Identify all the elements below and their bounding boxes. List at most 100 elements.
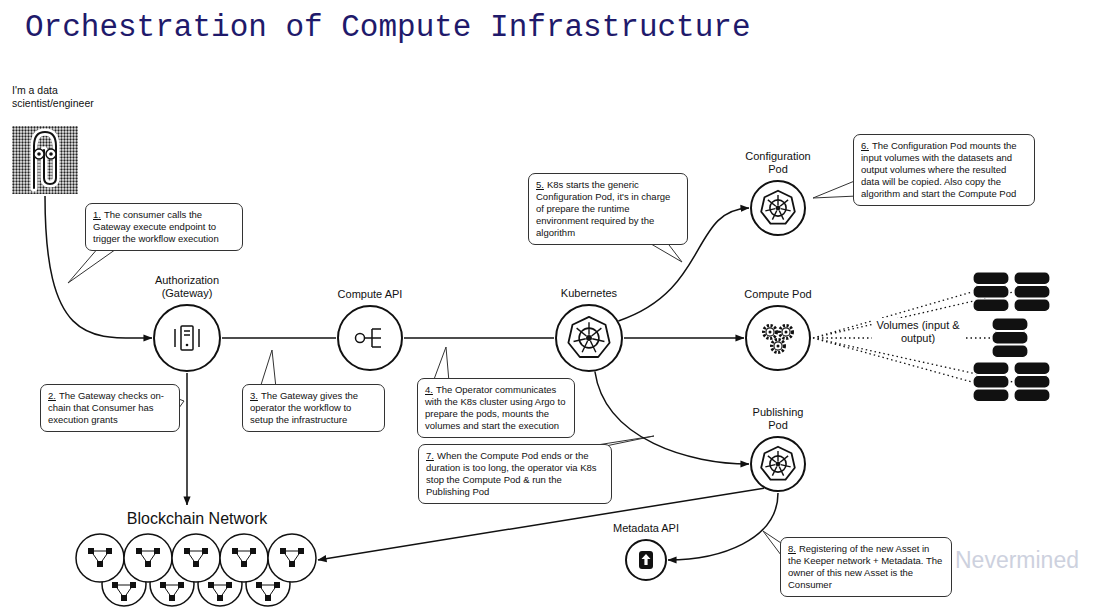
helm-icon: [577, 328, 587, 336]
helm-icon: [761, 191, 795, 224]
database-disk: [1014, 299, 1050, 312]
callout-number: 5.: [536, 179, 544, 190]
node-label: Compute API: [320, 288, 420, 301]
node-circle: [750, 436, 806, 492]
database-disk: [992, 332, 1028, 345]
chain-peer: [124, 534, 172, 582]
database-icon: [642, 554, 651, 565]
chain-block: [169, 595, 175, 601]
circle-outline: [556, 305, 622, 371]
helm-icon: [768, 456, 776, 462]
server-icon: [198, 329, 200, 347]
chain-block: [256, 582, 262, 588]
volume-group: Volumes (input & output): [872, 270, 1084, 405]
actor-label: I'm a data scientist/engineer: [12, 84, 112, 109]
node-circle: [337, 305, 403, 371]
callout-text: The Gateway gives the operator the workf…: [250, 390, 358, 425]
process-node: Compute API: [320, 288, 420, 371]
callout-text: The Gateway checks on-chain that Consume…: [48, 390, 164, 425]
connector: [595, 372, 749, 465]
helm-icon: [590, 341, 595, 352]
chain-peer: [268, 534, 316, 582]
chain-block: [280, 548, 286, 554]
callout-number: 8.: [788, 543, 796, 554]
avatar-ground: [12, 126, 78, 194]
callout-text: When the Compute Pod ends or the duratio…: [426, 450, 597, 497]
api-icon: [372, 328, 381, 330]
helm-icon: [592, 339, 604, 342]
callout-number: 3.: [250, 390, 258, 401]
callout-text: Registering of the new Asset in the Keep…: [788, 543, 942, 590]
connector: [404, 337, 554, 339]
helm-icon: [779, 466, 783, 475]
api-icon: [365, 337, 373, 339]
circle-outline: [751, 181, 805, 235]
chain-block: [250, 548, 256, 554]
gear-icon: [769, 331, 772, 334]
helm-icon: [592, 328, 602, 336]
callout-body: 8.Registering of the new Asset in the Ke…: [788, 543, 944, 591]
callout-number: 1.: [93, 209, 101, 220]
chain-block: [154, 548, 160, 554]
server-icon: [186, 344, 189, 347]
helm-icon: [779, 210, 783, 219]
chain-block: [202, 548, 208, 554]
chain-peer: [76, 534, 124, 582]
helm-icon: [780, 200, 788, 206]
callout-tail: [68, 247, 119, 283]
helm-icon: [781, 209, 791, 211]
callout-body: 1.The consumer calls the Gateway execute…: [93, 209, 235, 245]
chain-block: [226, 582, 232, 588]
connector: [186, 373, 188, 505]
process-node: Publishing Pod: [743, 406, 813, 492]
helm-icon: [586, 335, 592, 341]
avatar-clip: [34, 132, 56, 188]
actor-picture: [12, 126, 78, 194]
volume-stacks: [968, 270, 1084, 405]
node-circle: [153, 304, 221, 372]
blockchain-graphic: [66, 532, 328, 608]
callout-text: The consumer calls the Gateway execute e…: [93, 209, 219, 244]
callout-bubble: 6.The Configuration Pod mounts the input…: [853, 134, 1035, 206]
callout-bubble: 1.The consumer calls the Gateway execute…: [85, 203, 243, 251]
database-disk: [1014, 362, 1050, 375]
circle-outline: [626, 540, 666, 580]
actor-node: I'm a data scientist/engineer: [12, 84, 112, 194]
blockchain-label: Blockchain Network: [66, 509, 328, 528]
callout-body: 7.When the Compute Pod ends or the durat…: [426, 450, 604, 498]
node-label: Compute Pod: [733, 288, 823, 301]
helm-icon: [765, 465, 775, 467]
connector: [668, 493, 778, 560]
node-label: Metadata API: [601, 522, 691, 535]
callout-bubble: 2.The Gateway checks on-chain that Consu…: [40, 384, 180, 432]
database-disk: [1014, 286, 1050, 299]
callout-bubble: 4.The Operator communicates with the K8s…: [417, 378, 575, 438]
callout-bubble: 5.K8s starts the generic Configuration P…: [528, 173, 688, 245]
helm-icon: [772, 210, 776, 219]
node-circle: [625, 539, 667, 581]
chain-block: [217, 595, 223, 601]
gear-icon: [785, 331, 788, 334]
chain-block: [298, 548, 304, 554]
callout-body: 4.The Operator communicates with the K8s…: [425, 384, 567, 432]
chain-peer: [220, 534, 268, 582]
diagram-title: Orchestration of Compute Infrastructure: [25, 9, 751, 47]
circle-outline: [338, 306, 402, 370]
avatar-pupil: [49, 152, 53, 156]
api-icon: [372, 337, 381, 339]
callout-body: 3.The Gateway gives the operator the wor…: [250, 390, 377, 426]
process-node: Metadata API: [601, 522, 691, 581]
gear-icon: [780, 326, 793, 339]
database-disk: [973, 362, 1009, 375]
chain-block: [184, 548, 190, 554]
gear-icon: [774, 342, 782, 350]
chain-block: [241, 561, 247, 567]
node-label: Kubernetes: [539, 287, 639, 300]
server-icon: [174, 329, 176, 347]
connector: [222, 337, 336, 339]
api-icon: [356, 334, 365, 343]
callout-text: The Operator communicates with the K8s c…: [425, 384, 565, 431]
chain-block: [88, 548, 94, 554]
callout-bubble: 7.When the Compute Pod ends or the durat…: [418, 444, 612, 504]
